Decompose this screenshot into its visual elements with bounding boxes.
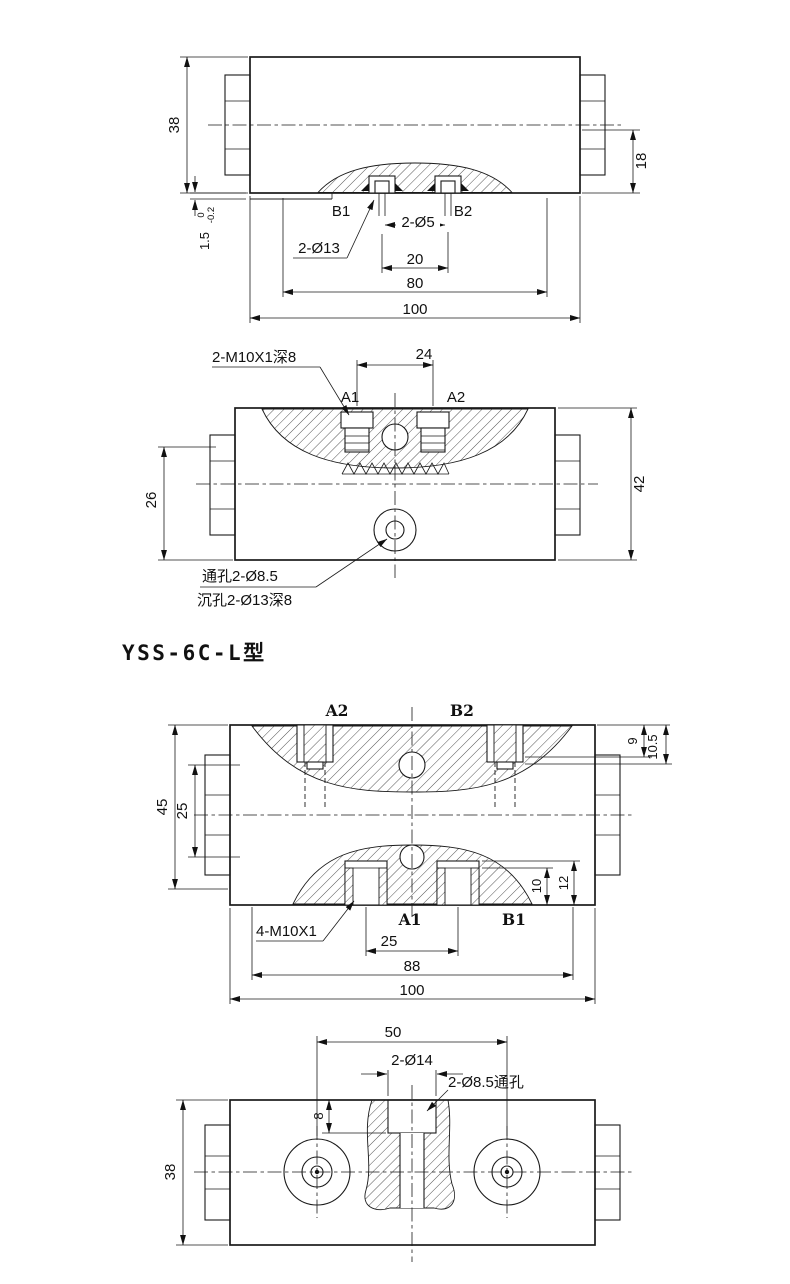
- dim-step-tol-lower: -0.2: [206, 207, 217, 223]
- l-port-a2-label: A2: [325, 701, 349, 720]
- dim-50: 50: [316, 1024, 508, 1136]
- dim-80: 80: [282, 198, 548, 297]
- dim-88: 88: [251, 907, 574, 980]
- note-counterbore-label: 沉孔2-Ø13深8: [197, 592, 292, 609]
- dim-80-label: 80: [407, 275, 424, 292]
- dim-8: 8: [311, 1099, 386, 1134]
- dim-2xd14-label: 2-Ø14: [391, 1052, 433, 1069]
- port-b2-label: B2: [454, 203, 472, 220]
- dim-20: 20: [381, 232, 449, 273]
- l-bottom-left-nut: [204, 1124, 231, 1221]
- port-b2-section: [427, 175, 469, 194]
- dim-45-label: 45: [154, 799, 171, 816]
- dim-10-label: 10: [529, 879, 544, 893]
- dim-20-label: 20: [407, 251, 424, 268]
- drawing-title: YSS-6C-L型: [122, 641, 267, 665]
- section-left-nut: [209, 434, 236, 536]
- port-b1-section: [361, 175, 403, 194]
- port-a1-plug: [340, 411, 374, 453]
- dim-10-5: 10.5: [525, 724, 672, 765]
- dim-12-label: 12: [556, 876, 571, 890]
- dim-100-l: 100: [229, 908, 596, 1004]
- dim-100: 100: [249, 196, 581, 323]
- dim-88-label: 88: [404, 958, 421, 975]
- note-through-d85-label: 2-Ø8.5通孔: [448, 1074, 524, 1091]
- dim-10-5-label: 10.5: [645, 734, 660, 759]
- front-view: 38 18 1.5 0 -0.2 B1 B2 2-Ø5 2-Ø13: [166, 56, 650, 323]
- l-port-b2-label: B2: [450, 701, 474, 720]
- dim-42-label: 42: [631, 476, 648, 493]
- port-a1-label: A1: [341, 389, 359, 406]
- dim-50-label: 50: [385, 1024, 402, 1041]
- small-hole-stubs: [378, 193, 452, 216]
- l-bottom-right-nut: [594, 1124, 621, 1221]
- dim-24-label: 24: [416, 346, 433, 363]
- note-thread-4m10: 4-M10X1: [256, 900, 355, 942]
- l-port-b1-label: B1: [502, 910, 526, 929]
- dim-100-label: 100: [402, 301, 427, 318]
- section-right-nut: [554, 434, 581, 536]
- note-through-hole-label: 通孔2-Ø8.5: [202, 568, 278, 585]
- dim-25-bottom-label: 25: [381, 933, 398, 950]
- model-l-bottom-view: 50 2-Ø14 2-Ø8.5通孔 8 38: [162, 1024, 632, 1262]
- dim-10: 10: [482, 867, 553, 906]
- dim-9: 9: [525, 724, 670, 758]
- dim-2xd5-label: 2-Ø5: [401, 214, 434, 231]
- l-port-a1-label: A1: [398, 910, 422, 929]
- port-b1-label: B1: [332, 203, 350, 220]
- dim-18: 18: [582, 129, 650, 194]
- dim-24: 24: [356, 346, 434, 406]
- dim-42: 42: [558, 407, 648, 561]
- dim-38-bottom: 38: [162, 1099, 228, 1246]
- dim-2xd13-label: 2-Ø13: [298, 240, 340, 257]
- section-view: 24 A1 A2 2-M10X1深8 26 42 通孔2-Ø8.5 沉孔2-Ø1…: [143, 346, 648, 609]
- note-mount-holes: 通孔2-Ø8.5 沉孔2-Ø13深8: [197, 538, 388, 609]
- dim-25-left-label: 25: [174, 803, 191, 820]
- dim-2xd5: 2-Ø5: [384, 214, 446, 231]
- dim-18-label: 18: [633, 153, 650, 170]
- note-thread-2m10-label: 2-M10X1深8: [212, 349, 296, 366]
- model-l-main-view: A2 B2 9 10.5 45 25 10: [154, 701, 672, 1004]
- dim-25-bottom: 25: [365, 907, 459, 956]
- dim-2xd13: 2-Ø13: [293, 199, 375, 259]
- dim-26: 26: [143, 446, 233, 561]
- dim-step-1-5: 1.5 0 -0.2: [190, 176, 246, 250]
- port-a2-top-plug: [296, 724, 334, 770]
- dim-25-left: 25: [174, 764, 240, 858]
- dim-2xd14: 2-Ø14: [361, 1052, 463, 1096]
- dim-38-bottom-label: 38: [162, 1164, 179, 1181]
- dim-45: 45: [154, 724, 228, 890]
- note-thread-4m10-label: 4-M10X1: [256, 923, 317, 940]
- dim-step-tol-upper: 0: [196, 212, 207, 217]
- dim-9-label: 9: [625, 737, 640, 744]
- dim-38-label: 38: [166, 117, 183, 134]
- port-a2-label: A2: [447, 389, 465, 406]
- hidden-port-lines: [304, 762, 516, 810]
- dim-step-label: 1.5: [197, 232, 212, 250]
- dim-12: 12: [482, 860, 580, 906]
- port-b1-bottom: [436, 860, 480, 906]
- note-thread-2m10: 2-M10X1深8: [212, 349, 350, 416]
- port-a2-plug: [416, 411, 450, 453]
- front-step-edge: [250, 193, 333, 200]
- note-through-d85: 2-Ø8.5通孔: [426, 1074, 524, 1112]
- serrated-seal: [341, 462, 450, 475]
- dim-8-label: 8: [311, 1112, 326, 1119]
- dim-100-l-label: 100: [399, 982, 424, 999]
- dim-26-label: 26: [143, 492, 160, 509]
- port-a1-bottom: [344, 860, 388, 906]
- port-b2-top-plug: [486, 724, 524, 770]
- front-hatch-region: [316, 162, 514, 193]
